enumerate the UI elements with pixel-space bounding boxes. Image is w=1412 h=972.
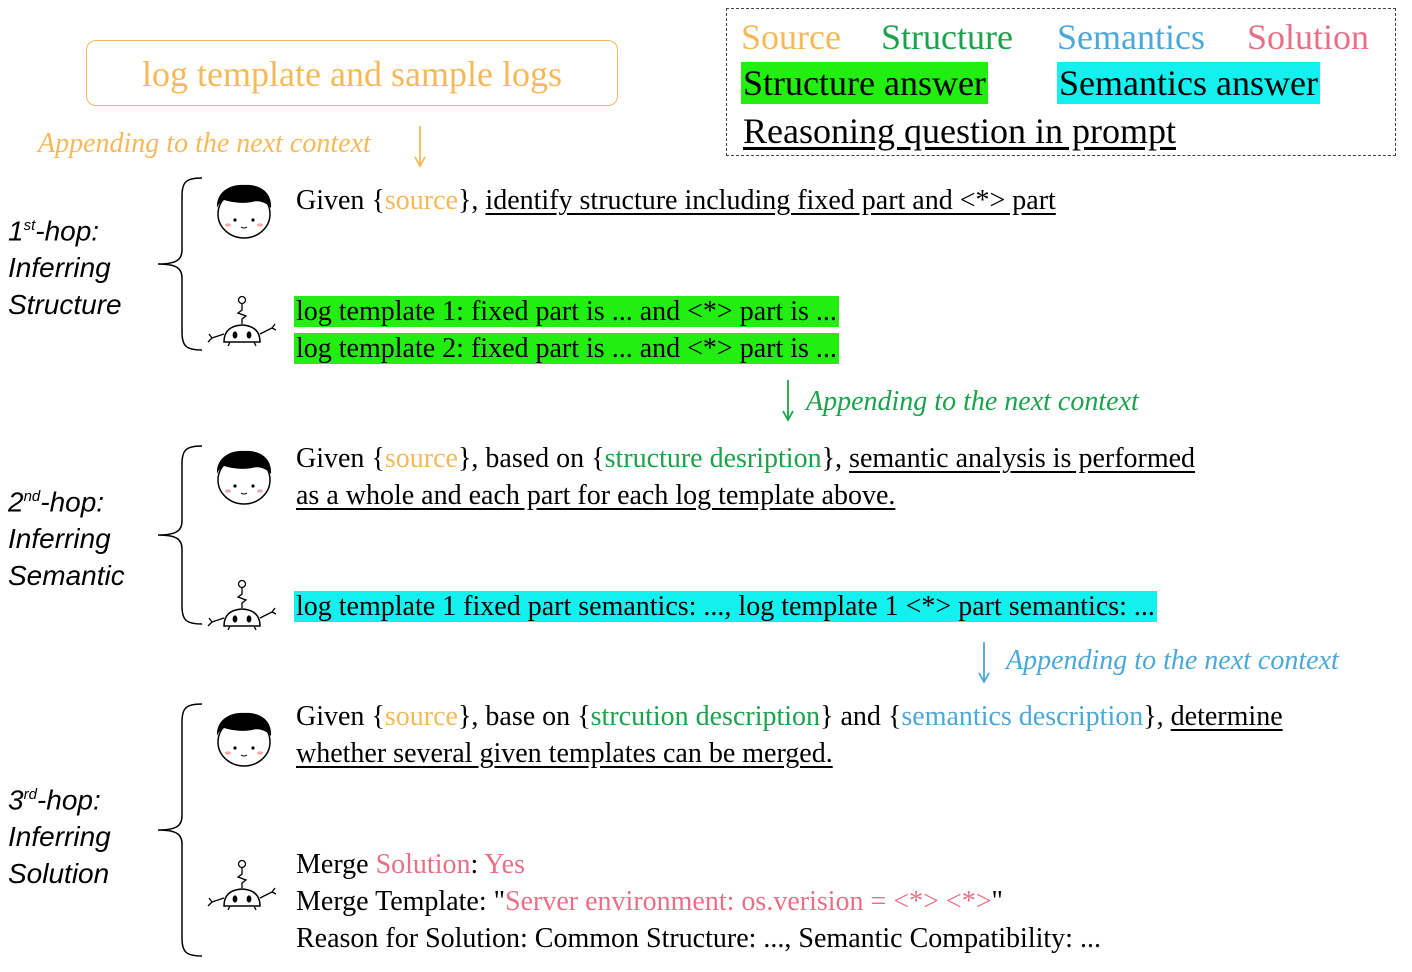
reason-line: Reason for Solution: Common Structure: .… bbox=[296, 923, 1101, 954]
hop2-label: 2nd-hop: Inferring Semantic bbox=[8, 486, 125, 592]
hop2-question: Given {source}, based on {structure desr… bbox=[296, 443, 1196, 511]
down-arrow-1 bbox=[414, 126, 426, 168]
append-label-2: Appending to the next context bbox=[806, 386, 1139, 417]
robot-icon bbox=[207, 859, 277, 911]
append-label-1: Appending to the next context bbox=[38, 128, 371, 159]
merge-solution-line: Merge Solution: Yes bbox=[296, 849, 525, 880]
source-box: log template and sample logs bbox=[86, 40, 618, 106]
human-avatar-icon bbox=[216, 712, 272, 767]
append-label-3: Appending to the next context bbox=[1006, 645, 1339, 676]
legend-box: Source Structure Semantics Solution Stru… bbox=[726, 8, 1396, 156]
hop1-answer-line-1: log template 1: fixed part is ... and <*… bbox=[294, 296, 839, 327]
robot-icon bbox=[207, 579, 277, 631]
hop1-label: 1st-hop: Inferring Structure bbox=[8, 215, 122, 321]
human-avatar-icon bbox=[216, 184, 272, 239]
down-arrow-3 bbox=[978, 642, 990, 684]
legend-reasoning-question: Reasoning question in prompt bbox=[743, 111, 1176, 151]
hop3-brace bbox=[157, 703, 203, 957]
robot-icon bbox=[207, 295, 277, 347]
hop1-question: Given {source}, identify structure inclu… bbox=[296, 185, 1056, 216]
hop3-answer: Merge Solution: Yes Merge Template: "Ser… bbox=[296, 846, 1101, 957]
hop2-answer: log template 1 fixed part semantics: ...… bbox=[294, 591, 1157, 622]
legend-semantics: Semantics bbox=[1057, 17, 1205, 57]
hop1-answer: log template 1: fixed part is ... and <*… bbox=[294, 294, 839, 366]
hop3-label: 3rd-hop: Inferring Solution bbox=[8, 784, 111, 890]
legend-solution: Solution bbox=[1247, 17, 1370, 57]
legend-structure: Structure bbox=[881, 17, 1013, 57]
merge-template-line: Merge Template: "Server environment: os.… bbox=[296, 886, 1003, 917]
hop1-brace bbox=[157, 177, 203, 351]
hop2-brace bbox=[157, 445, 203, 625]
legend-source: Source bbox=[741, 17, 841, 57]
hop1-answer-line-2: log template 2: fixed part is ... and <*… bbox=[294, 333, 839, 364]
legend-semantics-answer: Semantics answer bbox=[1057, 62, 1320, 104]
hop3-question: Given {source}, base on {strcution descr… bbox=[296, 701, 1283, 769]
human-avatar-icon bbox=[216, 450, 272, 505]
down-arrow-2 bbox=[782, 380, 794, 422]
legend-structure-answer: Structure answer bbox=[741, 62, 988, 104]
